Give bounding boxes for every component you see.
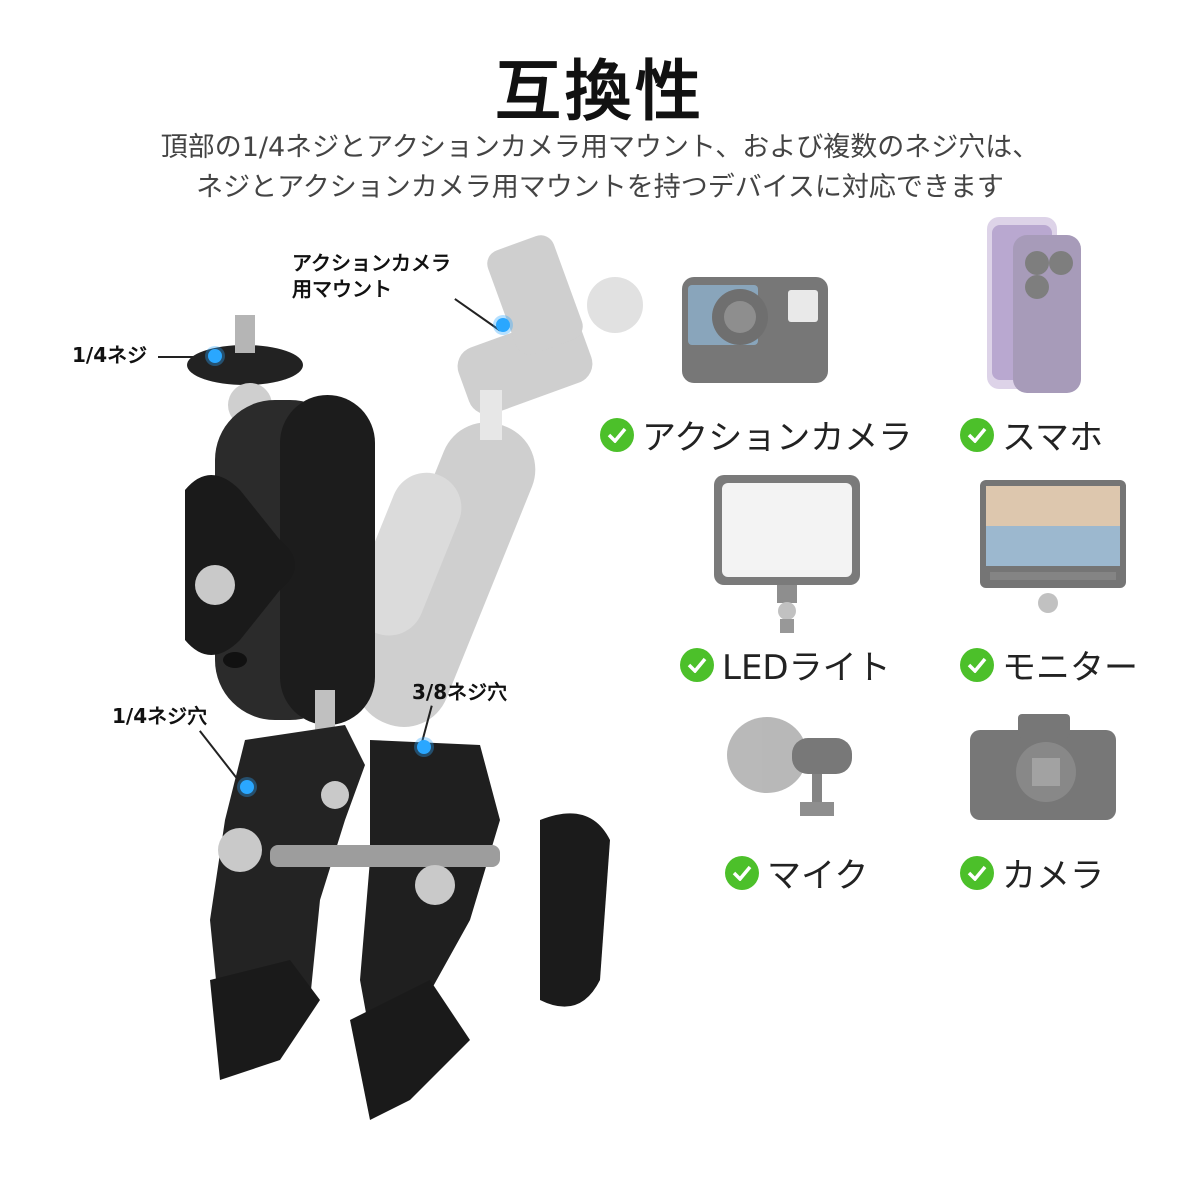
magic-arm-clamp-illustration xyxy=(185,235,643,1120)
callout-quarter-screw: 1/4ネジ xyxy=(72,343,148,367)
action-camera-icon xyxy=(682,277,828,383)
device-label-microphone: マイク xyxy=(725,848,868,897)
device-name-monitor: モニター xyxy=(1002,648,1138,688)
led-light-icon xyxy=(714,475,860,633)
microphone-icon xyxy=(727,717,852,816)
monitor-icon xyxy=(980,480,1126,613)
callout-action-mount-line-2: 用マウント xyxy=(292,277,392,301)
device-name-microphone: マイク xyxy=(767,856,869,896)
camera-icon xyxy=(970,714,1116,820)
device-name-camera: カメラ xyxy=(1002,856,1104,896)
callout-action-mount-line-1: アクションカメラ xyxy=(292,251,451,275)
checkmark-icon xyxy=(960,417,994,452)
checkmark-icon xyxy=(725,855,759,890)
smartphone-icon xyxy=(987,217,1081,393)
leader-quarter-screw xyxy=(158,356,210,358)
callout-action-mount: アクションカメラ 用マウント xyxy=(292,250,451,302)
subtitle-line-2: ネジとアクションカメラ用マウントを持つデバイスに対応できます xyxy=(196,172,1004,203)
subtitle: 頂部の1/4ネジとアクションカメラ用マウント、および複数のネジ穴は、 ネジとアク… xyxy=(0,128,1200,208)
callout-quarter-hole: 1/4ネジ穴 xyxy=(112,704,208,728)
checkmark-icon xyxy=(960,647,994,682)
device-label-camera: カメラ xyxy=(960,848,1104,897)
device-label-smartphone: スマホ xyxy=(960,410,1103,459)
checkmark-icon xyxy=(600,417,634,452)
device-name-smartphone: スマホ xyxy=(1002,418,1103,458)
marker-dot-three-eighths-hole xyxy=(417,740,431,754)
device-label-action-camera: アクションカメラ xyxy=(600,410,912,459)
checkmark-icon xyxy=(960,855,994,890)
device-name-action-camera: アクションカメラ xyxy=(642,418,913,458)
device-label-led-light: LEDライト xyxy=(680,640,891,689)
marker-dot-quarter-screw xyxy=(208,349,222,363)
checkmark-icon xyxy=(680,647,714,682)
device-name-led-light: LEDライト xyxy=(722,648,891,688)
marker-dot-action-mount xyxy=(496,318,510,332)
subtitle-line-1: 頂部の1/4ネジとアクションカメラ用マウント、および複数のネジ穴は、 xyxy=(160,132,1040,163)
device-label-monitor: モニター xyxy=(960,640,1138,689)
page-title: 互換性 xyxy=(495,53,705,130)
callout-three-eighths-hole: 3/8ネジ穴 xyxy=(412,680,508,704)
marker-dot-quarter-hole xyxy=(240,780,254,794)
